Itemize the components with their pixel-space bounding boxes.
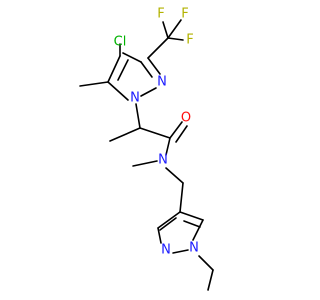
atom-f-right: F bbox=[186, 33, 193, 48]
bonds bbox=[79, 19, 214, 291]
bond-ch2-c4 bbox=[179, 182, 184, 213]
bond-c4-c3b bbox=[157, 211, 181, 229]
atom-n-pyrazole1-n2: N bbox=[157, 75, 167, 90]
bond-cf3-f-top-left bbox=[162, 21, 169, 39]
bond-c5-methyl bbox=[79, 81, 109, 87]
bond-cf3-f-right bbox=[167, 37, 184, 41]
bond-c3-cf3 bbox=[147, 37, 169, 59]
bond-c4-c5 bbox=[107, 55, 121, 83]
bond-c4-c5-double bbox=[117, 59, 129, 81]
atom-n-pyrazole2-n1: N bbox=[189, 241, 199, 256]
bond-n1-alpha bbox=[135, 103, 141, 129]
bond-c3-n2-double bbox=[140, 61, 153, 78]
bond-c3-n2 bbox=[147, 57, 161, 75]
atom-f-top-left: F bbox=[157, 7, 164, 22]
bond-carbonyl-n bbox=[165, 137, 171, 156]
bond-c3b-n2b bbox=[157, 227, 162, 244]
atom-f-top-right: F bbox=[181, 7, 188, 22]
bond-n1b-ethyl-ch2 bbox=[198, 255, 214, 271]
bond-n-methyl bbox=[132, 160, 158, 167]
atom-n-amide: N bbox=[158, 153, 168, 168]
bond-carbonyl-o-double bbox=[175, 125, 188, 143]
bond-c4-c3b-double bbox=[159, 217, 177, 231]
atom-n-pyrazole1-n1: N bbox=[130, 91, 140, 106]
bond-n1-c5 bbox=[107, 81, 129, 101]
bond-n1b-c5b bbox=[192, 219, 204, 241]
atom-labels: Cl F F F N N O N N N bbox=[114, 7, 199, 258]
bond-alpha-methyl bbox=[109, 127, 141, 142]
bond-alpha-carbonyl bbox=[139, 127, 171, 139]
bond-c5b-c4-double bbox=[183, 220, 201, 228]
bond-n2b-n1b bbox=[172, 249, 189, 254]
bond-n2-n1 bbox=[140, 87, 157, 97]
bond-c5b-c4 bbox=[179, 211, 204, 221]
atom-n-pyrazole2-n2: N bbox=[161, 243, 171, 258]
atom-o-carbonyl: O bbox=[181, 111, 191, 126]
bond-carbonyl-o bbox=[169, 121, 183, 139]
bond-n-ch2 bbox=[165, 167, 184, 184]
bond-c4-c3 bbox=[122, 52, 142, 63]
bond-cf3-f-top-right bbox=[167, 19, 182, 39]
bond-ethyl bbox=[207, 269, 214, 291]
molecule-structure-diagram: Cl F F F N N O N N N bbox=[79, 7, 214, 291]
atom-cl: Cl bbox=[114, 35, 127, 50]
